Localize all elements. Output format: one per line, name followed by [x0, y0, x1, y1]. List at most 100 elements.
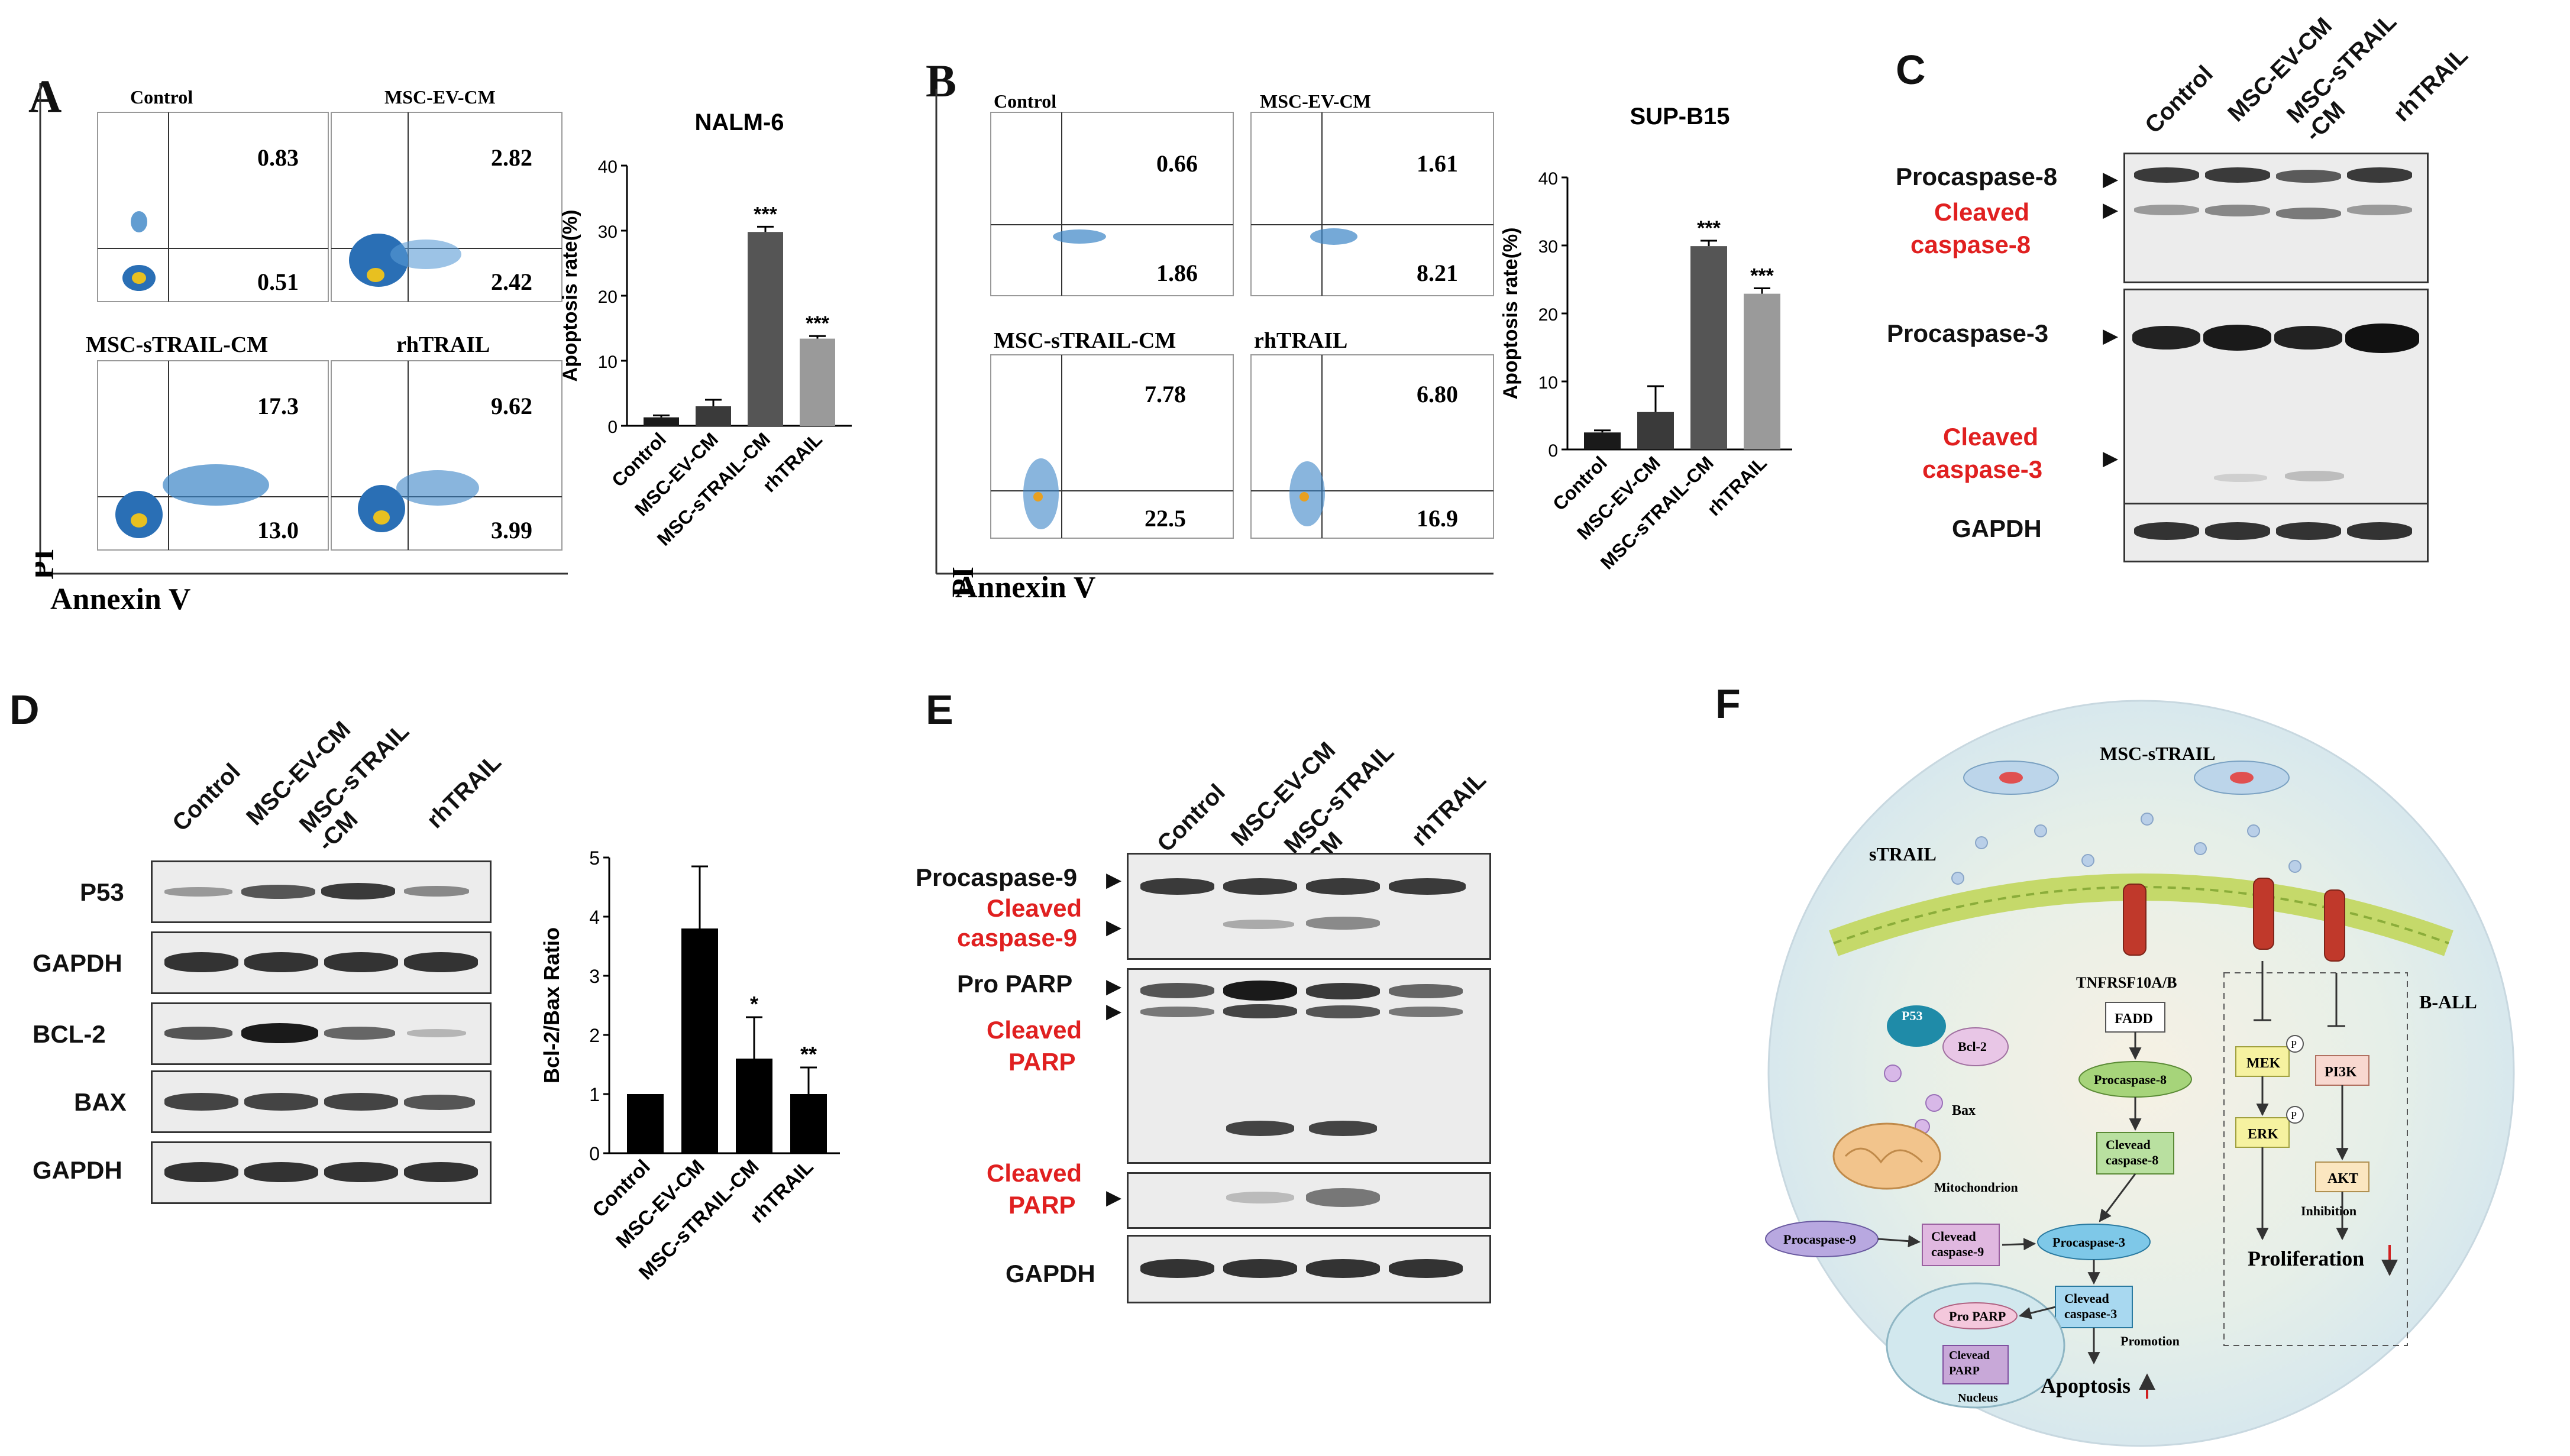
p53-node — [1887, 1005, 1946, 1047]
significance-label: *** — [1697, 217, 1721, 240]
x-tick-label: rhTRAIL — [1703, 452, 1771, 520]
label-e-cleaved9-a: Cleaved — [987, 894, 1082, 922]
label-e-gapdh: GAPDH — [1006, 1260, 1095, 1287]
significance-label: * — [750, 992, 758, 1016]
flow-b-title-strail: MSC-sTRAIL-CM — [994, 328, 1176, 353]
label-d-bcl2: BCL-2 — [33, 1020, 106, 1048]
flow-a-title-strail: MSC-sTRAIL-CM — [86, 332, 268, 357]
flow-a-xlabel: Annexin V — [50, 583, 190, 616]
diagram-inhibition-label: Inhibition — [2301, 1203, 2356, 1218]
cleaved9-box — [1922, 1224, 2000, 1266]
lane-label-c-strail-text: MSC-sTRAIL -CM — [2281, 8, 2402, 147]
flow-b-plot-ev: MSC-EV-CM 1.61 8.21 — [1250, 90, 1494, 296]
y-tick-label: 40 — [598, 157, 618, 177]
flow-a-q2-strail: 17.3 — [257, 393, 299, 419]
y-tick-label: 4 — [589, 907, 600, 928]
flow-a-q2-control: 0.83 — [257, 144, 299, 171]
y-tick-label: 1 — [589, 1084, 600, 1105]
cleavedparp-text: Clevead — [1949, 1349, 1990, 1362]
label-e-cparp2-a: Cleaved — [987, 1159, 1082, 1187]
y-tick-label: 0 — [589, 1143, 600, 1164]
arrow-c-cleaved3: ▶ — [2103, 447, 2119, 470]
flow-b-q4-ev: 8.21 — [1417, 260, 1458, 286]
cleaved3-text-line2: caspase-3 — [2064, 1306, 2117, 1321]
flow-cytometry-a: PI Annexin V Control 0.83 0.51 MSC-EV-CM… — [35, 83, 568, 616]
y-tick-label: 3 — [589, 966, 600, 987]
flow-cytometry-b: PI Annexin V Control 0.66 1.86 MSC-EV-CM… — [935, 89, 1494, 604]
label-e-procasp9: Procaspase-9 — [916, 863, 1078, 891]
blot-d-gapdh2 — [151, 1141, 492, 1204]
chart-ylabel: Apoptosis rate(%) — [1499, 228, 1522, 400]
bar — [748, 232, 783, 426]
flow-a-q4-strail: 13.0 — [257, 517, 299, 543]
lane-label-c-control: Control — [2140, 60, 2218, 139]
significance-label: *** — [1750, 264, 1774, 287]
flow-b-q2-rhtrail: 6.80 — [1417, 381, 1458, 407]
y-tick-label: 20 — [1538, 305, 1558, 325]
diagram-apoptosis-label: Apoptosis — [2041, 1374, 2131, 1397]
y-tick-label: 0 — [607, 418, 618, 437]
chart-title: NALM-6 — [694, 112, 784, 135]
diagram-promotion-label: Promotion — [2120, 1334, 2180, 1348]
bar — [800, 338, 835, 426]
svg-text:ERK: ERK — [2248, 1127, 2278, 1142]
bar — [696, 406, 731, 426]
svg-text:Procaspase-3: Procaspase-3 — [2052, 1235, 2125, 1250]
flow-b-q2-strail: 7.78 — [1145, 381, 1186, 407]
panel-label-e: E — [926, 687, 953, 733]
chart-ylabel: Apoptosis rate(%) — [559, 210, 581, 382]
bar — [1637, 412, 1674, 449]
significance-label: *** — [754, 203, 777, 225]
label-e-cparp2-b: PARP — [1008, 1191, 1076, 1219]
svg-text:Procaspase-9: Procaspase-9 — [1783, 1232, 1856, 1247]
bar — [736, 1059, 772, 1153]
arrow-c-procasp3: ▶ — [2103, 325, 2119, 347]
blot-d-gapdh1 — [151, 931, 492, 994]
label-d-p53: P53 — [80, 878, 124, 906]
svg-text:PI3K: PI3K — [2325, 1065, 2357, 1080]
lane-label-d-rhtrail: rhTRAIL — [422, 749, 506, 834]
bcl2-node — [1942, 1027, 2009, 1066]
svg-text:Procaspase-8: Procaspase-8 — [2094, 1072, 2167, 1087]
flow-b-title-rhtrail: rhTRAIL — [1254, 328, 1347, 353]
svg-text:MEK: MEK — [2246, 1056, 2281, 1071]
erk-box — [2235, 1117, 2290, 1148]
label-c-gapdh: GAPDH — [1952, 515, 2042, 542]
flow-a-plot-strail: MSC-sTRAIL-CM 17.3 13.0 — [86, 332, 329, 551]
label-c-cleaved8-b: caspase-8 — [1910, 231, 2031, 258]
diagram-nucleus-label: Nucleus — [1958, 1392, 1998, 1405]
flow-b-plot-rhtrail: rhTRAIL 6.80 16.9 — [1250, 328, 1494, 539]
svg-text:AKT: AKT — [2327, 1171, 2358, 1186]
diagram-ball-label: B-ALL — [2419, 991, 2477, 1012]
flow-b-title-ev: MSC-EV-CM — [1260, 90, 1371, 112]
label-e-cleaved9-b: caspase-9 — [957, 924, 1078, 952]
flow-a-title-rhtrail: rhTRAIL — [396, 332, 490, 357]
flow-b-q4-rhtrail: 16.9 — [1417, 505, 1458, 532]
cleaved3-text: Clevead — [2064, 1291, 2109, 1306]
lane-label-d-control: Control — [167, 758, 245, 837]
flow-a-plot-rhtrail: rhTRAIL 9.62 3.99 — [331, 332, 563, 551]
flow-a-ylabel: PI — [35, 549, 60, 580]
arrow-e-cleaved9: ▶ — [1106, 916, 1122, 939]
svg-text:P: P — [2291, 1109, 2297, 1121]
lane-label-e-control: Control — [1152, 779, 1230, 858]
panel-label-f: F — [1715, 681, 1741, 727]
lane-label-d-strail-text: MSC-sTRAIL -CM — [294, 718, 415, 856]
akt-box — [2315, 1161, 2369, 1192]
y-tick-label: 30 — [1538, 237, 1558, 257]
cleaved3-box — [2055, 1286, 2133, 1328]
blot-d-bax — [151, 1070, 492, 1133]
significance-label: ** — [800, 1042, 817, 1066]
label-e-cparp-b: PARP — [1008, 1048, 1076, 1076]
svg-text:P: P — [2291, 1038, 2297, 1050]
panel-label-c: C — [1896, 47, 1926, 93]
flow-a-plot-control: Control 0.83 0.51 — [97, 86, 329, 302]
blot-c-caspase8 — [2123, 153, 2429, 283]
fadd-box — [2105, 1002, 2165, 1033]
flow-a-q2-rhtrail: 9.62 — [491, 393, 532, 419]
diagram-proliferation-label: Proliferation — [2248, 1247, 2364, 1270]
flow-a-q4-ev: 2.42 — [491, 268, 532, 295]
